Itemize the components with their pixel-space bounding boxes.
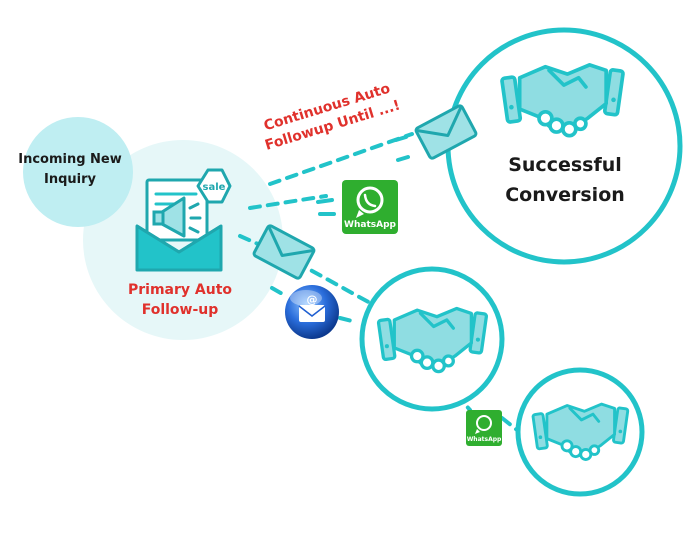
- connector-envelope-lower: [238, 234, 260, 246]
- whatsapp-label: WhatsApp: [467, 436, 502, 443]
- whatsapp-icon: WhatsApp: [342, 180, 398, 234]
- connector-whatsapp-upper: [248, 194, 328, 210]
- sale-tag-label: sale: [203, 182, 226, 193]
- megaphone-envelope-icon: [135, 178, 223, 272]
- speed-lines: [316, 135, 410, 216]
- success-node-circle: [445, 27, 683, 265]
- connector-to-mid-handshake: [294, 260, 374, 306]
- incoming-node-circle: [23, 117, 133, 227]
- primary-follow-up-label: Primary Auto Follow-up: [127, 282, 232, 318]
- successful-conversion-label: Successful Conversion: [505, 154, 625, 206]
- connector-to-success-upper: [268, 132, 414, 186]
- whatsapp-icon: WhatsApp: [466, 410, 502, 446]
- sale-tag-icon: sale: [196, 168, 232, 204]
- connector-orb-right: [338, 316, 358, 324]
- email-orb-icon: @: [285, 285, 339, 339]
- email-at-symbol: @: [307, 293, 318, 306]
- whatsapp-label: WhatsApp: [344, 220, 396, 230]
- connector-orb-left: [270, 286, 288, 298]
- incoming-inquiry-label: Incoming New Inquiry: [18, 152, 122, 187]
